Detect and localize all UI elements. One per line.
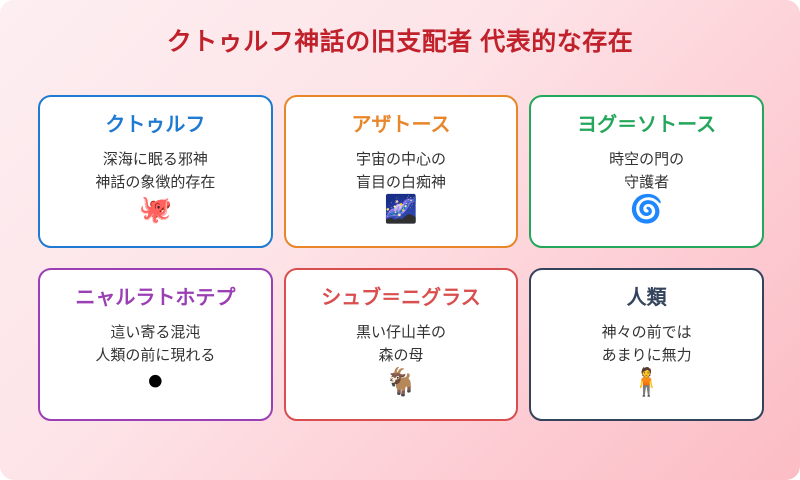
entity-card-yog-sothoth[interactable]: ヨグ＝ソトース 時空の門の 守護者 🌀 xyxy=(529,95,764,248)
card-title: 人類 xyxy=(626,287,667,309)
black-circle-icon: ⚫ xyxy=(144,367,167,398)
card-description: 深海に眠る邪神 神話の象徴的存在 xyxy=(95,151,216,191)
card-description: 神々の前では あまりに無力 xyxy=(601,324,692,364)
card-description: 時空の門の 守護者 xyxy=(609,151,685,191)
card-title: ニャルラトホテプ xyxy=(75,287,236,309)
entity-card-nyarlathotep[interactable]: ニャルラトホテプ 這い寄る混沌 人類の前に現れる ⚫ xyxy=(38,268,273,421)
cyclone-icon: 🌀 xyxy=(629,194,664,225)
octopus-icon: 🐙 xyxy=(138,194,173,225)
entity-card-grid: クトゥルフ 深海に眠る邪神 神話の象徴的存在 🐙 アザトース 宇宙の中心の 盲目… xyxy=(38,95,764,421)
card-description: 黒い仔山羊の 森の母 xyxy=(355,324,446,364)
card-title: シュブ＝ニグラス xyxy=(321,287,481,309)
galaxy-icon: 🌌 xyxy=(384,194,418,225)
card-description: 這い寄る混沌 人類の前に現れる xyxy=(95,324,216,364)
page-title: クトゥルフ神話の旧支配者 代表的な存在 xyxy=(166,28,634,56)
card-title: ヨグ＝ソトース xyxy=(577,114,717,136)
entity-card-azathoth[interactable]: アザトース 宇宙の中心の 盲目の白痴神 🌌 xyxy=(283,95,519,248)
entity-card-shub-niggurath[interactable]: シュブ＝ニグラス 黒い仔山羊の 森の母 🐐 xyxy=(283,268,519,421)
entity-card-cthulhu[interactable]: クトゥルフ 深海に眠る邪神 神話の象徴的存在 🐙 xyxy=(38,95,273,248)
card-title: クトゥルフ xyxy=(105,114,206,136)
goat-icon: 🐐 xyxy=(384,367,418,398)
card-title: アザトース xyxy=(351,114,451,136)
entity-card-humanity[interactable]: 人類 神々の前では あまりに無力 🧍 xyxy=(529,268,764,421)
card-description: 宇宙の中心の 盲目の白痴神 xyxy=(355,151,446,191)
person-standing-icon: 🧍 xyxy=(629,367,664,398)
